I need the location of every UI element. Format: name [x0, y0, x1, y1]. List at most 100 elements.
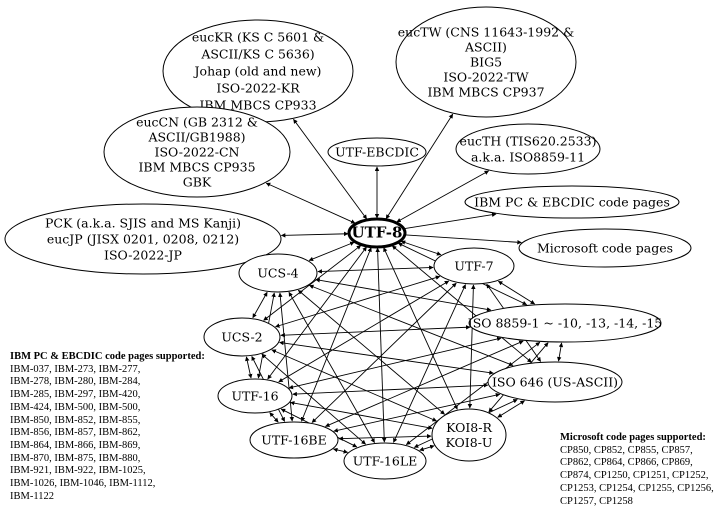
- pck-label: PCK (a.k.a. SJIS and MS Kanji): [45, 216, 241, 231]
- euckr-label: Johap (old and new): [193, 64, 322, 79]
- iso646-label: ISO 646 (US-ASCII): [492, 375, 618, 390]
- ms-note-line: CP862, CP864, CP866, CP869,: [560, 457, 693, 469]
- ibm-note-line: IBM-278, IBM-280, IBM-284,: [10, 376, 141, 388]
- euckr-node: eucKR (KS C 5601 & ASCII/KS C 5636) Johap …: [162, 19, 354, 123]
- ibm-code-pages-note: IBM PC & EBCDIC code pages supported: IB…: [10, 351, 210, 503]
- arrow-utf8-microsoft: [405, 234, 522, 245]
- encoding-nodes: UTF-8 eucKR (KS C 5601 & ASCII/KS C 5636) J…: [4, 6, 692, 480]
- ibm-note-line: IBM-921, IBM-922, IBM-1025,: [10, 465, 146, 477]
- ibm-note-line: IBM-037, IBM-273, IBM-277,: [10, 363, 141, 375]
- utf7-ellipse: [433, 247, 515, 285]
- ibm-pc-node: IBM PC & EBCDIC code pages: [464, 185, 680, 219]
- utf16be-node: UTF-16BE: [249, 421, 339, 459]
- euctw-ellipse: [395, 6, 577, 118]
- arrow-iso8859-ucs2: [280, 325, 471, 338]
- arrow-iso646-koi8: [497, 400, 525, 418]
- arrow-utf8-utf16le: [375, 247, 387, 443]
- ucs2-node: UCS-2: [203, 317, 281, 357]
- arrow-utf8-euckr: [293, 118, 368, 220]
- arrow-utf8-ucs4: [308, 241, 355, 261]
- ibm-note-line: IBM-850, IBM-852, IBM-855,: [10, 414, 141, 426]
- ms-note-line: CP1257, CP1258: [560, 495, 633, 507]
- arrow-ucs4-ucs2: [252, 291, 268, 319]
- ibm-note-line: IBM-864, IBM-866, IBM-869,: [10, 439, 141, 451]
- utf16-node: UTF-16: [217, 378, 293, 414]
- ms-note-line: CP874, CP1250, CP1251, CP1252,: [560, 470, 709, 482]
- ucs4-ellipse: [238, 253, 318, 293]
- arrow-utf16-utf16be: [269, 412, 279, 423]
- utf8-hub-ellipse: [347, 217, 407, 249]
- utf-ebcdic-ellipse: [327, 137, 427, 167]
- arrow-utf16be-koi8: [338, 433, 432, 441]
- utf16le-ellipse: [343, 442, 427, 480]
- arrow-utf16-koi8: [290, 400, 433, 430]
- euccn-label: IBM MBCS CP935: [138, 160, 255, 175]
- arrow-utf8-ibm-pc: [404, 212, 497, 230]
- microsoft-ellipse: [518, 228, 692, 268]
- euccn-label: eucCN (GB 2312 &: [136, 115, 258, 130]
- eucth-node: eucTH (TIS620.2533)a.k.a. ISO8859-11: [455, 123, 601, 175]
- ucs4-label: UCS-4: [257, 266, 298, 281]
- ms-note-line: CP850, CP852, CP855, CP857,: [560, 444, 693, 456]
- ms-note-title: Microsoft code pages supported:: [560, 432, 706, 443]
- arrow-ucs2-koi8: [271, 349, 437, 422]
- euccn-label: ISO-2022-CN: [155, 145, 240, 160]
- microsoft-node: Microsoft code pages: [518, 228, 692, 268]
- utf7-label: UTF-7: [454, 259, 493, 274]
- ms-note-line: CP1253, CP1254, CP1255, CP1256,: [560, 482, 714, 494]
- euckr-label: IBM MBCS CP933: [199, 98, 316, 113]
- euctw-node: eucTW (CNS 11643-1992 &ASCII)BIG5ISO-202…: [395, 6, 577, 118]
- utf-ebcdic-label: UTF-EBCDIC: [335, 145, 419, 160]
- microsoft-label: Microsoft code pages: [537, 241, 673, 256]
- euctw-label: ISO-2022-TW: [443, 70, 528, 85]
- euckr-label: eucKR (KS C 5601 &: [192, 30, 324, 45]
- arrow-utf8-euctw: [385, 113, 454, 220]
- utf16le-node: UTF-16LE: [343, 442, 427, 480]
- arrow-ucs4-utf7: [317, 265, 434, 274]
- ibm-note-line: IBM-856, IBM-857, IBM-862,: [10, 427, 141, 439]
- arrow-iso8859-utf16: [288, 336, 502, 390]
- arrow-utf8-utf7: [400, 240, 442, 256]
- euckr-label: ASCII/KS C 5636): [200, 47, 314, 62]
- ucs2-label: UCS-2: [221, 330, 262, 345]
- utf7-node: UTF-7: [433, 247, 515, 285]
- iso8859-ellipse: [468, 303, 662, 343]
- arrow-utf7-koi8: [467, 284, 476, 409]
- koi8-ellipse: [431, 408, 507, 462]
- eucth-label: a.k.a. ISO8859-11: [471, 150, 585, 165]
- eucth-ellipse: [455, 123, 601, 175]
- utf8-hub-label: UTF-8: [352, 224, 403, 242]
- ibm-pc-label: IBM PC & EBCDIC code pages: [474, 195, 670, 210]
- arrow-iso646-utf16: [292, 383, 489, 397]
- arrow-ucs4-koi8: [297, 289, 445, 415]
- arrow-ucs4-iso8859: [315, 278, 492, 312]
- ibm-note-title: IBM PC & EBCDIC code pages supported:: [10, 351, 205, 362]
- koi8-label: KOI8-R: [446, 420, 492, 435]
- euccn-node: eucCN (GB 2312 &ASCII/GB1988)ISO-2022-CN…: [103, 106, 291, 198]
- eucth-label: eucTH (TIS620.2533): [460, 134, 597, 149]
- euccn-ellipse: [103, 106, 291, 198]
- euckr-label: ISO-2022-KR: [216, 81, 300, 96]
- ucs2-ellipse: [203, 317, 281, 357]
- pck-node: PCK (a.k.a. SJIS and MS Kanji)eucJP (JIS…: [4, 203, 282, 275]
- euccn-label: ASCII/GB1988): [147, 130, 245, 145]
- utf16le-label: UTF-16LE: [353, 454, 418, 469]
- ibm-pc-ellipse: [464, 185, 680, 219]
- iso646-ellipse: [487, 361, 623, 403]
- utf16-ellipse: [217, 378, 293, 414]
- euctw-label: BIG5: [470, 55, 502, 70]
- pck-label: ISO-2022-JP: [104, 248, 182, 263]
- arrow-ucs2-utf16: [245, 356, 253, 379]
- arrow-utf8-euccn: [265, 182, 356, 224]
- ibm-note-line: IBM-1026, IBM-1046, IBM-1112,: [10, 478, 156, 490]
- euctw-label: IBM MBCS CP937: [427, 85, 544, 100]
- iso646-node: ISO 646 (US-ASCII): [487, 361, 623, 403]
- euccn-label: GBK: [183, 175, 212, 190]
- utf16-label: UTF-16: [231, 389, 278, 404]
- ibm-note-line: IBM-285, IBM-297, IBM-420,: [10, 389, 141, 401]
- microsoft-code-pages-note: Microsoft code pages supported: CP850, C…: [560, 432, 720, 508]
- pck-label: eucJP (JISX 0201, 0208, 0212): [47, 232, 239, 247]
- pck-ellipse: [4, 203, 282, 275]
